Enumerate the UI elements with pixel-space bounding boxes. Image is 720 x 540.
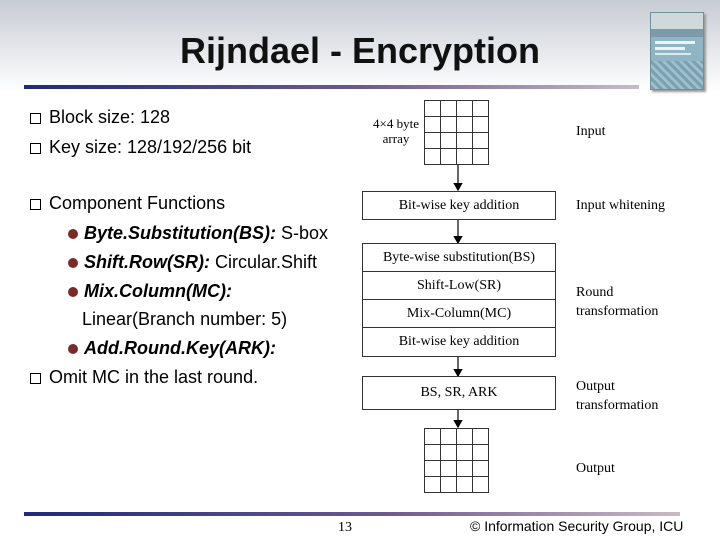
byte-cell [457, 117, 473, 133]
round-step-bs-box: Byte-wise substitution(BS) [362, 243, 556, 272]
round-transformation-label: Round transformation [576, 285, 659, 319]
byte-cell [425, 477, 441, 493]
byte-cell [457, 477, 473, 493]
byte-cell [473, 133, 489, 149]
byte-cell [425, 117, 441, 133]
byte-cell [425, 133, 441, 149]
byte-cell [425, 461, 441, 477]
byte-cell [457, 445, 473, 461]
byte-cell [457, 461, 473, 477]
input-whitening-label: Input whitening [576, 198, 666, 213]
footer-rule [24, 512, 680, 516]
byte-cell [425, 429, 441, 445]
byte-cell [425, 101, 441, 117]
byte-cell [441, 149, 457, 165]
book-cover-image [650, 12, 704, 90]
input-byte-array-grid [424, 100, 489, 165]
input-label: Input [576, 124, 606, 139]
round-bullet-icon [68, 344, 78, 354]
square-bullet-icon [30, 143, 41, 154]
array-label: 4×4 byte array [373, 116, 419, 146]
byte-cell [441, 429, 457, 445]
output-label: Output [576, 461, 615, 476]
byte-cell [441, 461, 457, 477]
byte-cell [473, 149, 489, 165]
page-title: Rijndael - Encryption [179, 30, 541, 71]
byte-cell [473, 101, 489, 117]
byte-cell [473, 461, 489, 477]
byte-cell [473, 429, 489, 445]
whitening-key-addition-box: Bit-wise key addition [362, 191, 556, 220]
round-step-mc-box: Mix-Column(MC) [362, 299, 556, 328]
title-underline [24, 85, 639, 89]
byte-cell [473, 117, 489, 133]
round-bullet-icon [68, 287, 78, 297]
subbullet-sr: Shift.Row(SR): Circular.Shift [68, 251, 317, 273]
byte-cell [457, 133, 473, 149]
byte-cell [441, 101, 457, 117]
byte-cell [441, 445, 457, 461]
byte-cell [425, 445, 441, 461]
round-bullet-icon [68, 229, 78, 239]
bullet-key-size: Key size: 128/192/256 bit [30, 136, 251, 158]
byte-cell [473, 445, 489, 461]
final-round-box: BS, SR, ARK [362, 376, 556, 410]
output-transformation-label: Output transformation [576, 379, 659, 413]
square-bullet-icon [30, 113, 41, 124]
header-band [0, 0, 720, 92]
copyright-notice: © Information Security Group, ICU [470, 518, 684, 534]
byte-cell [441, 133, 457, 149]
bullet-omit-mc: Omit MC in the last round. [30, 366, 258, 388]
byte-cell [425, 149, 441, 165]
subbullet-ark: Add.Round.Key(ARK): [68, 337, 276, 359]
bullet-component-functions: Component Functions [30, 192, 225, 214]
byte-cell [473, 477, 489, 493]
byte-cell [457, 429, 473, 445]
subbullet-mc-desc: Linear(Branch number: 5) [82, 309, 288, 329]
round-step-sr-box: Shift-Low(SR) [362, 271, 556, 300]
square-bullet-icon [30, 373, 41, 384]
page-number: 13 [338, 520, 352, 535]
subbullet-mc: Mix.Column(MC): [68, 280, 232, 302]
output-byte-array-grid [424, 428, 489, 493]
byte-cell [441, 117, 457, 133]
byte-cell [457, 101, 473, 117]
subbullet-bs: Byte.Substitution(BS): S-box [68, 222, 328, 244]
round-step-ark-box: Bit-wise key addition [362, 327, 556, 357]
byte-cell [441, 477, 457, 493]
byte-cell [457, 149, 473, 165]
round-bullet-icon [68, 258, 78, 268]
square-bullet-icon [30, 199, 41, 210]
bullet-block-size: Block size: 128 [30, 106, 170, 128]
